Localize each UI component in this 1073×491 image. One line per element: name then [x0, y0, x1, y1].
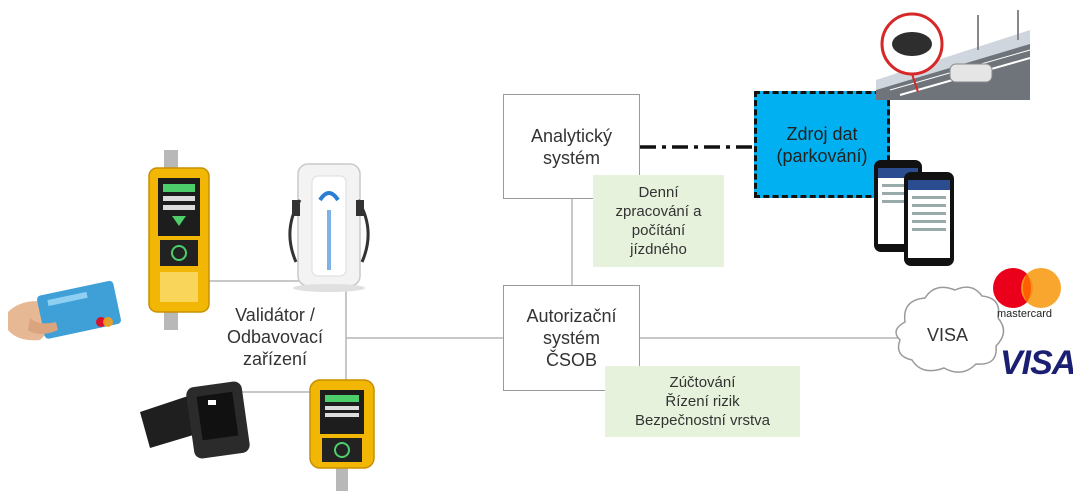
data-source-label: Zdroj dat (parkování)	[776, 123, 868, 166]
authorization-system-label: Autorizační systém ČSOB	[526, 306, 617, 370]
visa-logo: VISA	[1000, 344, 1073, 382]
authorization-note-text: Zúčtování Řízení rizik Bezpečnostní vrst…	[634, 374, 771, 429]
analytic-system-box: Analytický systém	[503, 94, 640, 199]
analytic-system-label: Analytický systém	[530, 125, 613, 168]
analytic-note-text: Denní zpracování a počítání jízdného	[615, 184, 702, 258]
analytic-note: Denní zpracování a počítání jízdného	[593, 175, 724, 267]
data-source-box: Zdroj dat (parkování)	[754, 91, 890, 198]
authorization-note: Zúčtování Řízení rizik Bezpečnostní vrst…	[605, 366, 800, 437]
validator-box: Validátor / Odbavovací zařízení	[210, 292, 340, 382]
validator-label: Validátor / Odbavovací zařízení	[226, 305, 324, 369]
visa-cloud-label: VISA	[927, 325, 969, 345]
mastercard-wordmark: mastercard	[997, 308, 1053, 320]
